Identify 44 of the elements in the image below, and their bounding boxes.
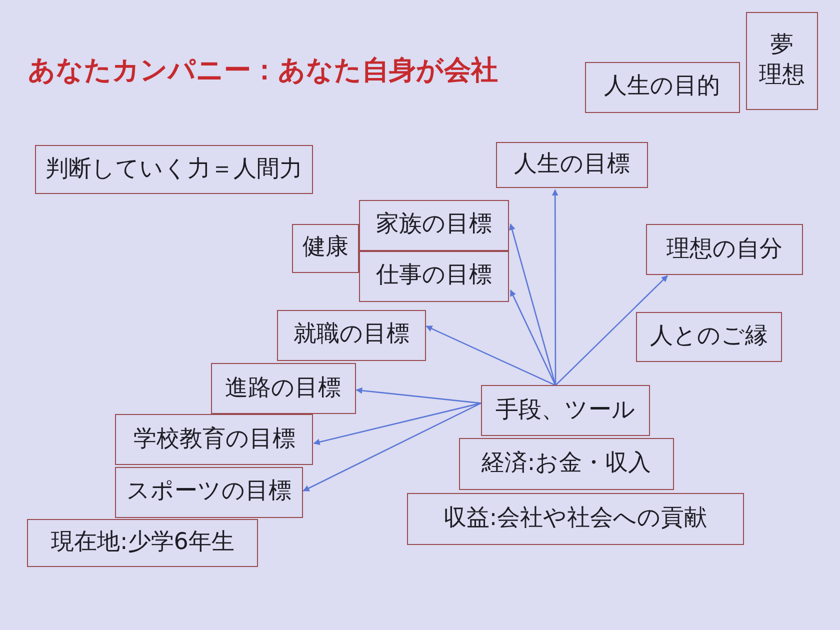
box-text: 学校教育の目標	[133, 424, 296, 454]
box-text: 家族の目標	[376, 210, 492, 240]
box-text: 夢	[770, 31, 794, 60]
text-box	[358, 200, 510, 251]
arrow	[509, 223, 556, 386]
box-text: 理想	[758, 61, 805, 90]
arrow	[356, 387, 481, 404]
text-box	[210, 363, 356, 414]
box-text: 経済:お金・収入	[481, 448, 652, 478]
arrow	[426, 326, 556, 386]
box-text: 手段、ツール	[496, 396, 636, 425]
text-box	[115, 466, 303, 518]
text-box	[277, 310, 426, 361]
text-box	[406, 493, 744, 546]
box-text: 人生の目的	[604, 72, 720, 102]
box-text: 収益:会社や社会への貢献	[443, 504, 708, 534]
arrow	[302, 402, 482, 492]
box-text: 進路の目標	[225, 374, 342, 403]
text-box	[746, 12, 818, 110]
text-box	[496, 142, 648, 188]
box-text: 就職の目標	[294, 320, 410, 350]
text-box	[34, 145, 314, 194]
text-box	[584, 62, 740, 113]
text-box	[292, 224, 359, 273]
box-text: 人生の目標	[514, 150, 630, 179]
arrow	[313, 402, 482, 446]
text-box	[646, 224, 804, 276]
box-text: 健康	[302, 233, 349, 262]
text-box	[358, 250, 510, 302]
box-text: 現在地:少学6年生	[51, 528, 234, 558]
box-text: スポーツの目標	[126, 477, 292, 506]
text-box	[115, 414, 314, 466]
box-text: 理想の自分	[666, 234, 783, 264]
box-text: 人とのご縁	[650, 322, 768, 352]
text-box	[636, 312, 782, 362]
slide-title: あなたカンパニー：あなた自身が会社	[28, 54, 498, 88]
text-box	[27, 518, 258, 568]
box-text: 判断していく力＝人間力	[45, 154, 302, 184]
arrow	[552, 189, 558, 386]
arrow	[555, 275, 668, 386]
text-box	[458, 438, 674, 490]
text-box	[480, 385, 650, 436]
box-text: 仕事の目標	[376, 261, 492, 290]
arrow	[510, 290, 556, 386]
